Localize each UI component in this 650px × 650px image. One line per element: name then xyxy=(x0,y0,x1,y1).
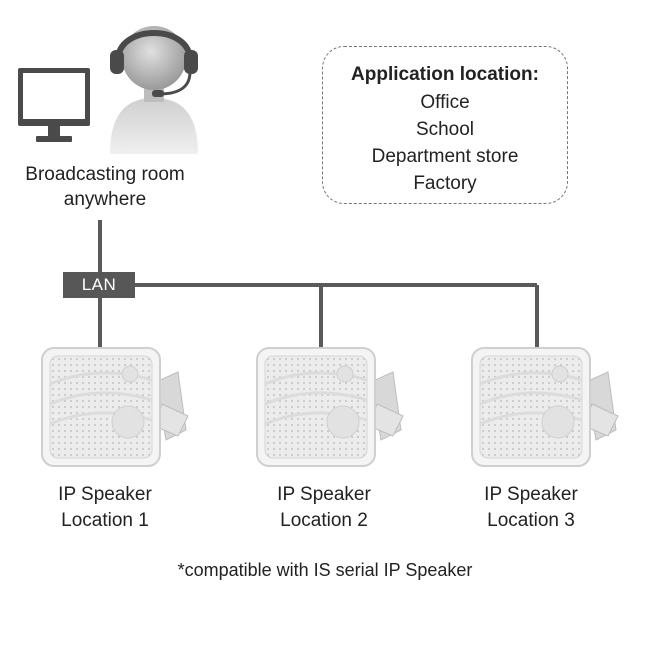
speaker-1-line2: Location 1 xyxy=(61,510,149,531)
application-item-department-store: Department store xyxy=(371,146,519,167)
speaker-3-line2: Location 3 xyxy=(487,510,575,531)
monitor-icon xyxy=(18,68,90,142)
broadcast-label-line2: anywhere xyxy=(63,189,147,210)
application-title: Application location: xyxy=(351,64,539,85)
application-location-box xyxy=(322,46,568,204)
speaker-2-line1: IP Speaker xyxy=(277,484,371,505)
operator-headset-icon xyxy=(110,26,198,154)
speaker-2-line2: Location 2 xyxy=(280,510,368,531)
lan-badge: LAN xyxy=(63,272,135,298)
speaker-label-1: IP Speaker Location 1 xyxy=(30,482,180,534)
application-item-school: School xyxy=(415,119,475,140)
application-item-factory: Factory xyxy=(413,173,477,194)
broadcast-label-line1: Broadcasting room xyxy=(25,164,185,185)
speaker-3-line1: IP Speaker xyxy=(484,484,578,505)
speaker-label-2: IP Speaker Location 2 xyxy=(249,482,399,534)
application-item-office: Office xyxy=(420,92,470,113)
compatibility-footnote: *compatible with IS serial IP Speaker xyxy=(177,560,473,580)
speaker-1-line1: IP Speaker xyxy=(58,484,152,505)
ip-speaker-icon xyxy=(470,346,620,468)
speaker-label-3: IP Speaker Location 3 xyxy=(456,482,606,534)
broadcast-room-label: Broadcasting room anywhere xyxy=(0,162,210,212)
ip-speaker-icon xyxy=(255,346,405,468)
ip-speaker-icon xyxy=(40,346,190,468)
